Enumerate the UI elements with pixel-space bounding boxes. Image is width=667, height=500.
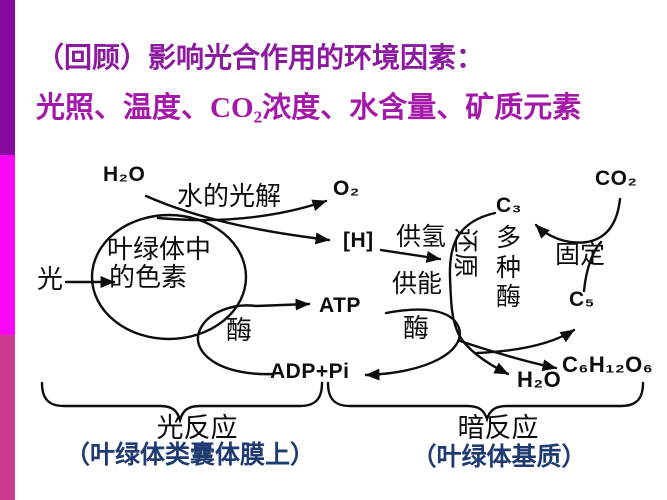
co2-fixation-arrow (534, 197, 622, 244)
glucose-label: C₆H₁₂O₆ (562, 352, 654, 377)
water-top-label: H₂O (103, 163, 146, 186)
stripe-segment-middle (0, 155, 15, 335)
dark-reaction-location-label: （叶绿体基质） (411, 444, 587, 471)
atp-to-adp-loop (364, 308, 462, 381)
supply-hydrogen-arrow (379, 248, 442, 263)
c3-label: C₃ (496, 194, 522, 217)
enzyme-right-label: 酶 (403, 313, 430, 343)
atp-label: ATP (319, 294, 361, 317)
enzyme-left-label: 酶 (226, 315, 253, 345)
photolysis-label: 水的光解 (177, 181, 282, 211)
dark-reaction-label: 暗反应 (457, 413, 539, 443)
chloroplast-pigment-ellipse (90, 213, 248, 341)
light-label: 光 (37, 264, 64, 294)
supply-energy-label: 供能 (392, 270, 443, 298)
water-bottom-label: H₂O (517, 367, 562, 392)
title-line-1: （回顾）影响光合作用的环境因素： (36, 43, 485, 74)
stripe-segment-bottom (0, 335, 15, 500)
c5-fixation-line (582, 240, 603, 293)
supply-hydrogen-label: 供氢 (396, 223, 447, 251)
title-line-2: 光照、温度、CO₂浓度、水含量、矿质元素 (36, 92, 582, 124)
light-reaction-label: 光反应 (156, 413, 238, 443)
arrow-to-hydrogen (144, 194, 331, 245)
reduction-curve-to-water (448, 211, 510, 376)
branch-to-c5 (475, 328, 576, 355)
various-enzymes-label: 多种酶 (496, 224, 522, 311)
light-reaction-location-label: （叶绿体类囊体膜上） (64, 442, 316, 469)
co2-label: CO₂ (595, 167, 638, 190)
c5-label: C₅ (569, 288, 595, 311)
sidebar-color-stripe (0, 0, 15, 500)
adp-to-atp-loop (196, 298, 311, 376)
oxygen-label: O₂ (333, 177, 360, 200)
stripe-segment-top (0, 0, 15, 155)
dark-reaction-brace (326, 381, 645, 423)
reduction-label: 还原 (451, 228, 479, 279)
pigment-label-line1: 叶绿体中 (107, 234, 212, 264)
arrow-to-oxygen (156, 199, 328, 222)
adp-pi-label: ADP+Pi (270, 360, 350, 383)
branch-to-glucose (458, 339, 558, 372)
fixation-label: 固定 (555, 241, 606, 269)
pigment-label-line2: 的色素 (109, 262, 188, 292)
light-reaction-brace (40, 381, 324, 425)
hydrogen-label: [H] (343, 229, 374, 252)
